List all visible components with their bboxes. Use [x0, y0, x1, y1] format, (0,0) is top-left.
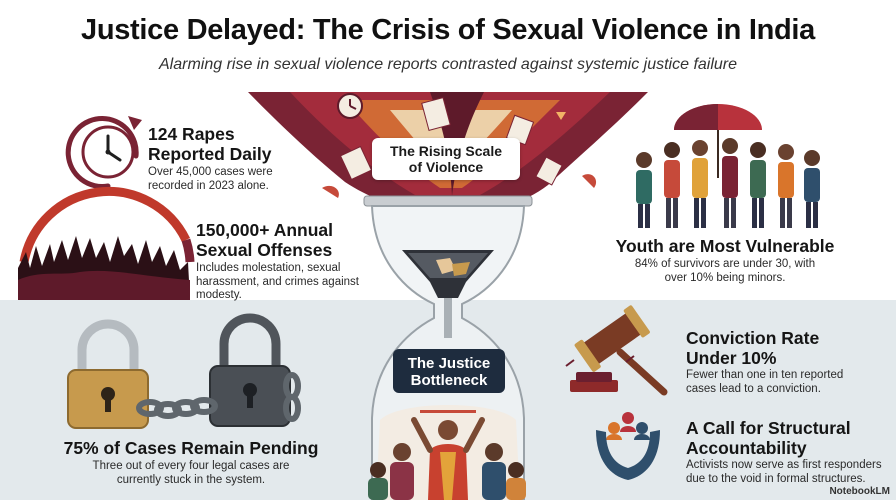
- call-desc-line-1: Activists now serve as first responders: [686, 459, 882, 471]
- structural-accountability-description: Activists now serve as first responders …: [686, 459, 882, 486]
- protesting-crowd-illustration: [368, 410, 526, 500]
- page-title: Justice Delayed: The Crisis of Sexual Vi…: [80, 14, 815, 46]
- pending-desc-line-2: currently stuck in the system.: [116, 473, 266, 486]
- bottleneck-label-line-2: Bottleneck: [410, 372, 488, 389]
- rising-scale-label: The Rising Scale of Violence: [372, 138, 520, 180]
- structural-accountability-heading: A Call for Structural Accountability: [686, 418, 851, 458]
- youth-vulnerable-description: 84% of survivors are under 30, with over…: [600, 258, 850, 285]
- justice-bottleneck-label: The Justice Bottleneck: [393, 349, 505, 393]
- call-heading-line-2: Accountability: [686, 438, 807, 458]
- daily-rapes-heading: 124 Rapes Reported Daily: [148, 124, 272, 164]
- conviction-desc-line-1: Fewer than one in ten reported: [686, 369, 844, 381]
- conviction-desc-line-2: cases lead to a conviction.: [686, 382, 821, 395]
- supporting-hands-icon: [596, 412, 660, 480]
- youth-group-umbrella-icon: [636, 104, 820, 228]
- rising-label-line-2: of Violence: [408, 159, 484, 175]
- annual-desc-line-1: Includes molestation, sexual: [196, 262, 341, 274]
- pending-cases-description: Three out of every four legal cases are …: [56, 460, 326, 487]
- annual-offenses-heading: 150,000+ Annual Sexual Offenses: [196, 220, 333, 260]
- bottleneck-label-line-1: The Justice: [407, 355, 491, 372]
- youth-vulnerable-heading: Youth are Most Vulnerable: [615, 236, 835, 256]
- annual-desc-line-3: modesty.: [196, 289, 242, 301]
- call-desc-line-2: due to the void in formal structures.: [686, 472, 866, 485]
- page-subtitle: Alarming rise in sexual violence reports…: [158, 56, 738, 73]
- raised-hands-crowd-icon: [18, 187, 195, 300]
- daily-heading-line-2: Reported Daily: [148, 144, 272, 164]
- annual-desc-line-2: harassment, and crimes against: [196, 275, 359, 288]
- conviction-heading-line-1: Conviction Rate: [686, 328, 820, 348]
- daily-heading-line-1: 124 Rapes: [148, 124, 235, 144]
- youth-desc-line-2: over 10% being minors.: [664, 271, 786, 284]
- daily-desc-line-2: recorded in 2023 alone.: [148, 179, 269, 192]
- daily-rapes-description: Over 45,000 cases were recorded in 2023 …: [148, 166, 273, 193]
- conviction-rate-heading: Conviction Rate Under 10%: [686, 328, 819, 368]
- gavel-icon: [565, 305, 668, 396]
- annual-offenses-description: Includes molestation, sexual harassment,…: [196, 262, 359, 303]
- rising-label-line-1: The Rising Scale: [389, 143, 503, 159]
- conviction-rate-description: Fewer than one in ten reported cases lea…: [686, 369, 843, 396]
- locked-padlocks-icon: [67, 313, 301, 429]
- call-heading-line-1: A Call for Structural: [686, 418, 851, 438]
- pending-desc-line-1: Three out of every four legal cases are: [92, 460, 290, 472]
- youth-desc-line-1: 84% of survivors are under 30, with: [634, 258, 816, 270]
- annual-heading-line-2: Sexual Offenses: [196, 240, 333, 260]
- notebooklm-brand-label: NotebookLM: [829, 486, 890, 497]
- annual-heading-line-1: 150,000+ Annual: [196, 220, 333, 240]
- clock-icon: [65, 116, 142, 189]
- pending-cases-heading: 75% of Cases Remain Pending: [63, 438, 319, 458]
- daily-desc-line-1: Over 45,000 cases were: [148, 166, 273, 178]
- conviction-heading-line-2: Under 10%: [686, 348, 777, 368]
